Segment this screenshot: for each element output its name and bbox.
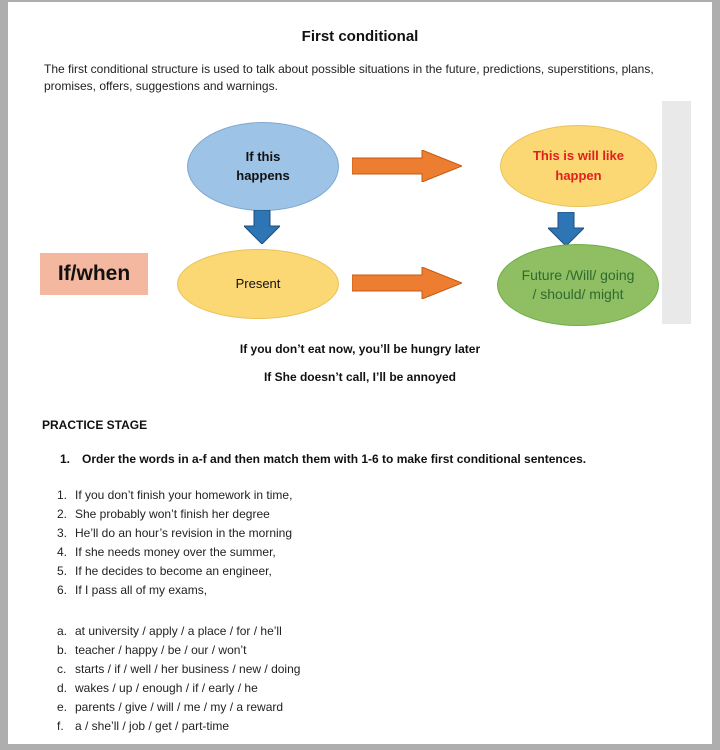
conditional-diagram: If this happens This is will like happen… (8, 100, 712, 330)
list-item-letter: a. (57, 623, 68, 638)
list-item: f. a / she’ll / job / get / part-time (57, 717, 712, 736)
diagram-node-label: Future /Will/ going / should/ might (521, 266, 635, 302)
list-item-text: a / she’ll / job / get / part-time (75, 718, 230, 733)
list-item: d. wakes / up / enough / if / early / he (57, 679, 712, 698)
list-item-letter: d. (57, 680, 68, 695)
down-arrow-shape (244, 209, 280, 244)
intro-paragraph: The first conditional structure is used … (44, 62, 654, 94)
list-item-text: If you don’t finish your homework in tim… (75, 487, 293, 502)
diagram-node-present: Present (177, 248, 339, 319)
list-item-letter: f. (57, 718, 64, 733)
list-item-text: She probably won’t finish her degree (75, 506, 270, 521)
list-item-text: at university / apply / a place / for / … (75, 623, 282, 638)
down-arrow-shape (548, 211, 584, 246)
list-item: a. at university / apply / a place / for… (57, 622, 712, 641)
list-item-text: starts / if / well / her business / new … (75, 661, 301, 676)
list-item: 4. If she needs money over the summer, (57, 543, 712, 562)
instruction-text: Order the words in a-f and then match th… (82, 451, 587, 466)
diagram-node-label: This is will like happen (532, 148, 625, 183)
diagram-node-future: Future /Will/ going / should/ might (497, 243, 659, 326)
list-item-number: 4. (57, 544, 68, 559)
down-arrow-icon (244, 209, 280, 244)
list-item-text: He’ll do an hour’s revision in the morni… (75, 525, 293, 540)
exercise-instruction: 1. Order the words in a-f and then match… (60, 452, 712, 466)
list-item-text: If she needs money over the summer, (75, 544, 276, 559)
list-item-letter: b. (57, 642, 68, 657)
list-item-letter: e. (57, 699, 68, 714)
list-item: 6. If I pass all of my exams, (57, 581, 712, 600)
right-arrow-icon (352, 266, 462, 299)
list-item-number: 6. (57, 582, 68, 597)
numbered-sentence-list: 1. If you don’t finish your homework in … (57, 486, 712, 600)
diagram-node-label: Present (235, 276, 281, 292)
list-item-number: 2. (57, 506, 68, 521)
list-item-text: If he decides to become an engineer, (75, 563, 272, 578)
example-sentence: If you don’t eat now, you’ll be hungry l… (239, 341, 481, 356)
list-item: c. starts / if / well / her business / n… (57, 660, 712, 679)
list-item: b. teacher / happy / be / our / won’t (57, 641, 712, 660)
document-page: First conditional The first conditional … (8, 2, 712, 744)
list-item-text: wakes / up / enough / if / early / he (75, 680, 258, 695)
right-arrow-shape (352, 266, 462, 299)
list-item-number: 3. (57, 525, 68, 540)
list-item-number: 5. (57, 563, 68, 578)
if-when-box: If/when (40, 252, 148, 295)
example-sentence: If She doesn’t call, I’ll be annoyed (263, 369, 457, 384)
list-item: 1. If you don’t finish your homework in … (57, 486, 712, 505)
example-sentences: If you don’t eat now, you’ll be hungry l… (8, 342, 712, 384)
lettered-word-list: a. at university / apply / a place / for… (57, 622, 712, 736)
down-arrow-icon (548, 211, 584, 246)
list-item: 3. He’ll do an hour’s revision in the mo… (57, 524, 712, 543)
list-item-number: 1. (57, 487, 68, 502)
right-arrow-shape (352, 149, 462, 182)
page-title: First conditional (301, 28, 419, 45)
diagram-image-edge (662, 100, 691, 324)
list-item: 2. She probably won’t finish her degree (57, 505, 712, 524)
instruction-number: 1. (60, 451, 71, 466)
diagram-node-if-this-happens: If this happens (187, 121, 339, 211)
diagram-node-label: If this happens (236, 148, 290, 184)
list-item: e. parents / give / will / me / my / a r… (57, 698, 712, 717)
list-item: 5. If he decides to become an engineer, (57, 562, 712, 581)
diagram-node-this-will-happen: This is will like happen (500, 124, 657, 207)
list-item-text: teacher / happy / be / our / won’t (75, 642, 247, 657)
practice-stage-heading: PRACTICE STAGE (42, 417, 148, 432)
list-item-letter: c. (57, 661, 67, 676)
right-arrow-icon (352, 149, 462, 182)
list-item-text: parents / give / will / me / my / a rewa… (75, 699, 284, 714)
list-item-text: If I pass all of my exams, (75, 582, 208, 597)
